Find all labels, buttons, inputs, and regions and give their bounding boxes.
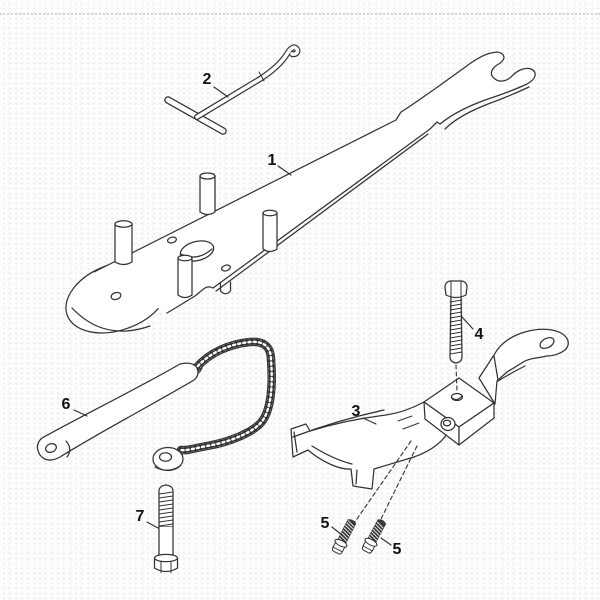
callout-3-number: 3 xyxy=(352,403,361,420)
callout-5-left-number: 5 xyxy=(321,515,330,532)
callout-5-right-leader-line xyxy=(380,537,392,546)
callout-part-6[interactable]: 6 xyxy=(62,396,88,417)
callout-7-number: 7 xyxy=(136,508,145,525)
part-7-bolt-drawing xyxy=(153,484,179,573)
callout-part-7[interactable]: 7 xyxy=(136,508,159,529)
callout-part-3[interactable]: 3 xyxy=(352,403,377,425)
callout-5-right-number: 5 xyxy=(393,541,402,558)
callout-part-1[interactable]: 1 xyxy=(268,152,292,176)
part-2-hook-tool-drawing xyxy=(164,44,301,135)
callout-2-number: 2 xyxy=(203,71,212,88)
callout-6-number: 6 xyxy=(62,396,71,413)
part-5-screw-left-drawing xyxy=(331,519,357,555)
callout-part-4[interactable]: 4 xyxy=(461,316,484,343)
part-4-bolt-drawing xyxy=(444,280,468,364)
assembly-dashed-lines xyxy=(351,364,458,527)
callout-5-left-leader-line xyxy=(331,526,344,537)
callout-part-2[interactable]: 2 xyxy=(203,71,229,98)
callout-6-leader-line xyxy=(73,409,88,417)
callout-3-leader-line xyxy=(362,417,377,425)
callout-part-5-left[interactable]: 5 xyxy=(321,515,344,537)
part-5-screw-right-drawing xyxy=(361,519,387,554)
part-6-strap-chain-drawing xyxy=(36,337,276,472)
callout-part-5-right[interactable]: 5 xyxy=(380,537,402,558)
callout-7-leader-line xyxy=(146,521,159,529)
part-1-plate-drawing xyxy=(65,51,536,334)
callout-2-leader-line xyxy=(213,86,229,98)
callout-4-number: 4 xyxy=(475,326,484,343)
part-3-fork-bracket-drawing xyxy=(290,328,569,490)
callout-4-leader-line xyxy=(461,316,474,330)
callout-1-number: 1 xyxy=(268,152,277,169)
scan-artifact-dotted-line xyxy=(0,13,600,15)
callout-1-leader-line xyxy=(277,165,292,176)
